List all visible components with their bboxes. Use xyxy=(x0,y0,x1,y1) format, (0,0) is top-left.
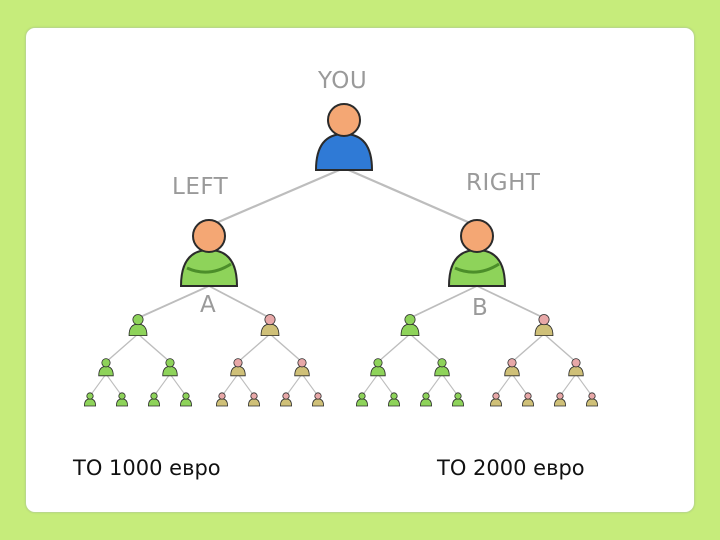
level4-person-icon-0-1-0 xyxy=(147,392,161,407)
level3-person-icon-0-0 xyxy=(98,358,114,377)
level4-person-icon-0-1-1 xyxy=(179,392,193,407)
you-person-icon xyxy=(314,103,374,171)
right-label: RIGHT xyxy=(466,170,541,196)
edge-level4-2-1-1 xyxy=(441,373,459,397)
level2-person-icon-3 xyxy=(534,314,554,336)
edge-you-right xyxy=(343,166,478,228)
diagram-card: YOU LEFT RIGHT A B ТО 1000 евро ТО 2000 … xyxy=(25,27,695,513)
level4-person-icon-1-1-0 xyxy=(279,392,293,407)
edge-level4-0-0-0 xyxy=(89,373,107,397)
level3-person-icon-3-0 xyxy=(504,358,520,377)
left-label: LEFT xyxy=(172,174,229,200)
level4-person-icon-3-1-0 xyxy=(553,392,567,407)
edge-level3-0-1 xyxy=(137,333,171,363)
level4-person-icon-3-0-0 xyxy=(489,392,503,407)
edge-level4-3-1-0 xyxy=(559,373,577,397)
level3-person-icon-2-1 xyxy=(434,358,450,377)
left-caption: ТО 1000 евро xyxy=(73,456,221,480)
edge-level4-2-0-0 xyxy=(361,373,379,397)
edge-level3-2-1 xyxy=(409,333,443,363)
edge-level2-3 xyxy=(476,285,545,319)
edge-level4-1-0-0 xyxy=(221,373,239,397)
level3-person-icon-0-1 xyxy=(162,358,178,377)
level4-person-icon-3-0-1 xyxy=(521,392,535,407)
left-person-a-icon xyxy=(179,219,239,287)
b-label: B xyxy=(472,295,489,321)
level4-person-icon-2-1-0 xyxy=(419,392,433,407)
level4-person-icon-0-0-0 xyxy=(83,392,97,407)
level2-person-icon-1 xyxy=(260,314,280,336)
level3-person-icon-1-0 xyxy=(230,358,246,377)
level2-person-icon-2 xyxy=(400,314,420,336)
level4-person-icon-1-0-0 xyxy=(215,392,229,407)
level4-person-icon-3-1-1 xyxy=(585,392,599,407)
edge-level4-0-1-1 xyxy=(169,373,187,397)
edge-level4-1-1-0 xyxy=(285,373,303,397)
level3-person-icon-1-1 xyxy=(294,358,310,377)
edge-level3-1-1 xyxy=(269,333,303,363)
edge-level3-1-0 xyxy=(237,333,271,363)
level4-person-icon-0-0-1 xyxy=(115,392,129,407)
edge-level2-2 xyxy=(409,285,478,319)
edge-level4-2-0-1 xyxy=(377,373,395,397)
edge-level3-3-1 xyxy=(543,333,577,363)
level4-person-icon-1-1-1 xyxy=(311,392,325,407)
right-person-b-icon xyxy=(447,219,507,287)
edge-level3-3-0 xyxy=(511,333,545,363)
edge-level2-0 xyxy=(137,285,210,319)
level4-person-icon-2-1-1 xyxy=(451,392,465,407)
edge-level3-0-0 xyxy=(105,333,139,363)
edge-level2-1 xyxy=(208,285,271,319)
tree-edges xyxy=(89,166,593,397)
edge-level4-3-1-1 xyxy=(575,373,593,397)
right-caption: ТО 2000 евро xyxy=(437,456,585,480)
edge-level4-2-1-0 xyxy=(425,373,443,397)
edge-level4-3-0-0 xyxy=(495,373,513,397)
tree-nodes xyxy=(83,103,599,407)
edge-level4-1-1-1 xyxy=(301,373,319,397)
level4-person-icon-1-0-1 xyxy=(247,392,261,407)
edge-level4-0-0-1 xyxy=(105,373,123,397)
edge-level3-2-0 xyxy=(377,333,411,363)
level3-person-icon-2-0 xyxy=(370,358,386,377)
level4-person-icon-2-0-1 xyxy=(387,392,401,407)
edge-level4-3-0-1 xyxy=(511,373,529,397)
level3-person-icon-3-1 xyxy=(568,358,584,377)
level4-person-icon-2-0-0 xyxy=(355,392,369,407)
binary-tree-diagram xyxy=(83,103,599,407)
edge-level4-1-0-1 xyxy=(237,373,255,397)
edge-you-left xyxy=(208,166,345,228)
you-label: YOU xyxy=(318,68,368,94)
edge-level4-0-1-0 xyxy=(153,373,171,397)
level2-person-icon-0 xyxy=(128,314,148,336)
a-label: A xyxy=(200,292,217,318)
